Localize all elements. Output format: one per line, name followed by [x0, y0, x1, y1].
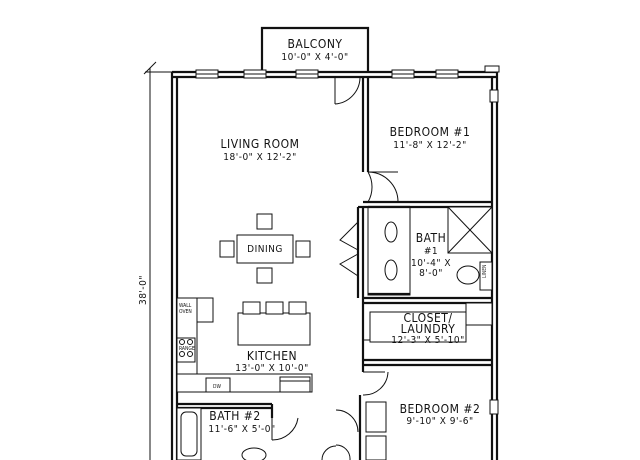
bath1-name-line2: #1	[424, 246, 438, 257]
windows	[195, 65, 500, 415]
bedroom2-dims: 9'-10" X 9'-6"	[406, 416, 473, 427]
bath2-name: BATH #2	[209, 409, 260, 423]
bath2-fixtures	[176, 407, 267, 460]
closet-name-line2: LAUNDRY	[401, 322, 456, 336]
bath1-dims-line2: 8'-0"	[419, 268, 443, 279]
dining-set	[219, 213, 311, 284]
balcony	[260, 26, 370, 72]
kitchen-dims: 13'-0" X 10'-0"	[235, 363, 308, 374]
bath2-dims: 11'-6" X 5'-0"	[208, 424, 275, 435]
kitchen-name: KITCHEN	[247, 349, 297, 363]
bath1-name-line1: BATH	[416, 231, 447, 245]
wall-oven-label-line2: OVEN	[179, 309, 192, 315]
bedroom2-name: BEDROOM #2	[400, 402, 481, 416]
closet-name-line1: CLOSET/	[403, 311, 452, 325]
kitchen-fixtures	[176, 297, 313, 393]
bedroom1-dims: 11'-8" X 12'-2"	[393, 140, 466, 151]
wall-oven-label-line1: WALL	[179, 303, 192, 309]
doors	[271, 77, 399, 460]
living-room-dims: 18'-0" X 12'-2"	[223, 152, 296, 163]
living-room-name: LIVING ROOM	[221, 137, 300, 151]
linen-label: LINEN	[482, 265, 488, 278]
dishwasher-label: DW	[213, 384, 221, 390]
range-label: RANGE	[179, 346, 195, 352]
balcony-name: BALCONY	[287, 37, 342, 51]
dining-name: DINING	[247, 244, 283, 255]
bath1-dims-line1: 10'-4" X	[411, 258, 451, 269]
closet-dims: 12'-3" X 5'-10"	[391, 335, 464, 346]
bedroom2-closet	[365, 401, 387, 460]
balcony-dims: 10'-0" X 4'-0"	[281, 52, 348, 63]
bath1-fixtures	[367, 205, 493, 296]
dimension-line	[143, 61, 172, 460]
overall-dimension: 38'-0"	[138, 275, 149, 305]
closet-fixtures	[369, 302, 493, 343]
bedroom1-name: BEDROOM #1	[390, 125, 471, 139]
